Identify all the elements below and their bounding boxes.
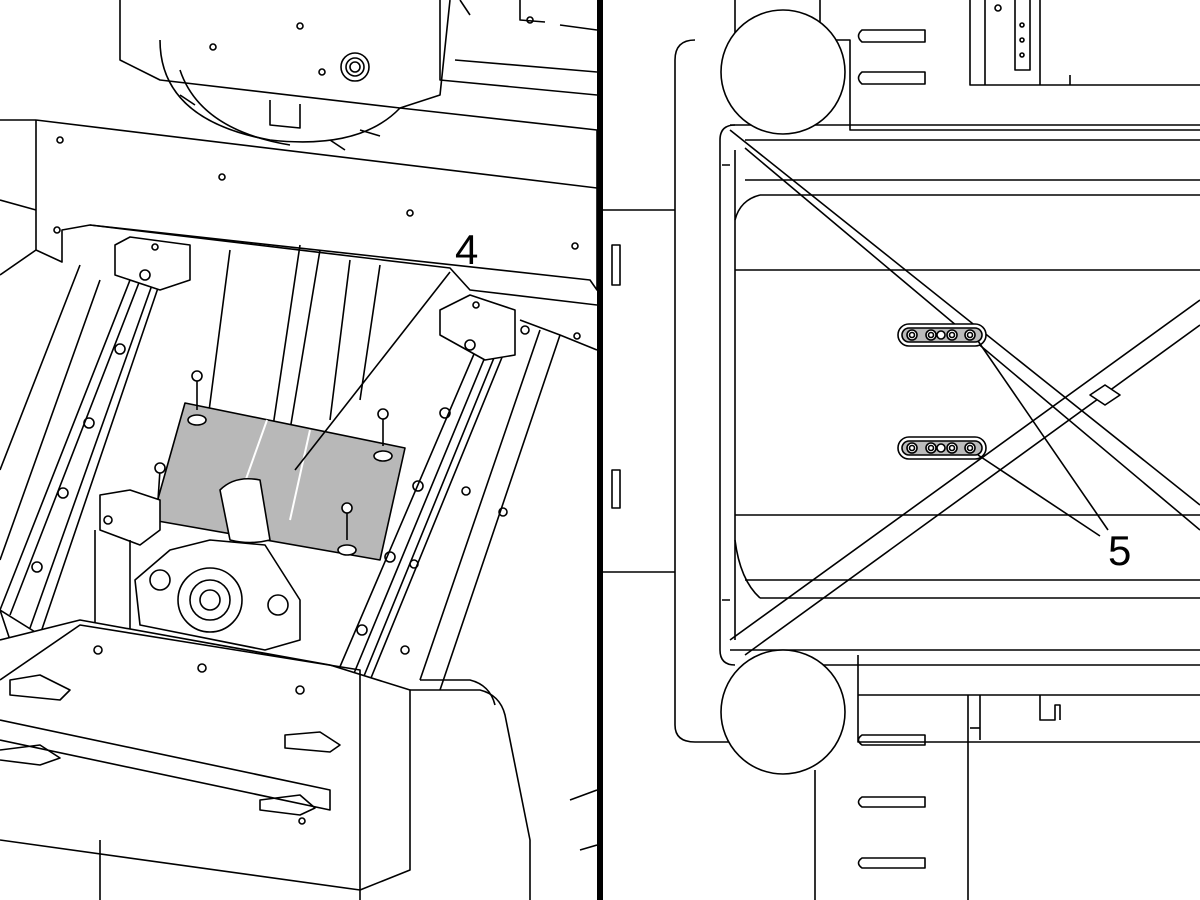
right-panel <box>603 0 1200 900</box>
adjustment-slots <box>897 323 987 460</box>
base-table <box>0 619 597 900</box>
bottom-block <box>814 655 1200 900</box>
frame-body <box>719 124 1200 666</box>
callout-5-leaders <box>977 340 1109 537</box>
callout-4-leader <box>294 271 451 471</box>
left-panel <box>0 0 597 900</box>
spindle-head <box>119 0 597 151</box>
base-outline <box>603 39 760 743</box>
callout-4-label: 4 <box>455 226 478 273</box>
plate <box>151 370 406 561</box>
callout-5-label: 5 <box>1108 527 1131 574</box>
callout-5-leader-upper <box>977 340 1109 531</box>
cross-brace <box>729 129 1200 656</box>
right-linear-rail <box>329 294 597 701</box>
top-block <box>734 0 1200 131</box>
upper-slot <box>897 323 987 347</box>
left-linear-rail <box>0 236 191 651</box>
callout-4 <box>294 271 451 471</box>
rollers <box>720 9 846 775</box>
lower-slot <box>897 436 987 460</box>
callout-5-leader-lower <box>977 454 1101 537</box>
frame-plate <box>0 107 597 306</box>
bearing-block <box>94 477 301 651</box>
panel-divider <box>597 0 603 900</box>
